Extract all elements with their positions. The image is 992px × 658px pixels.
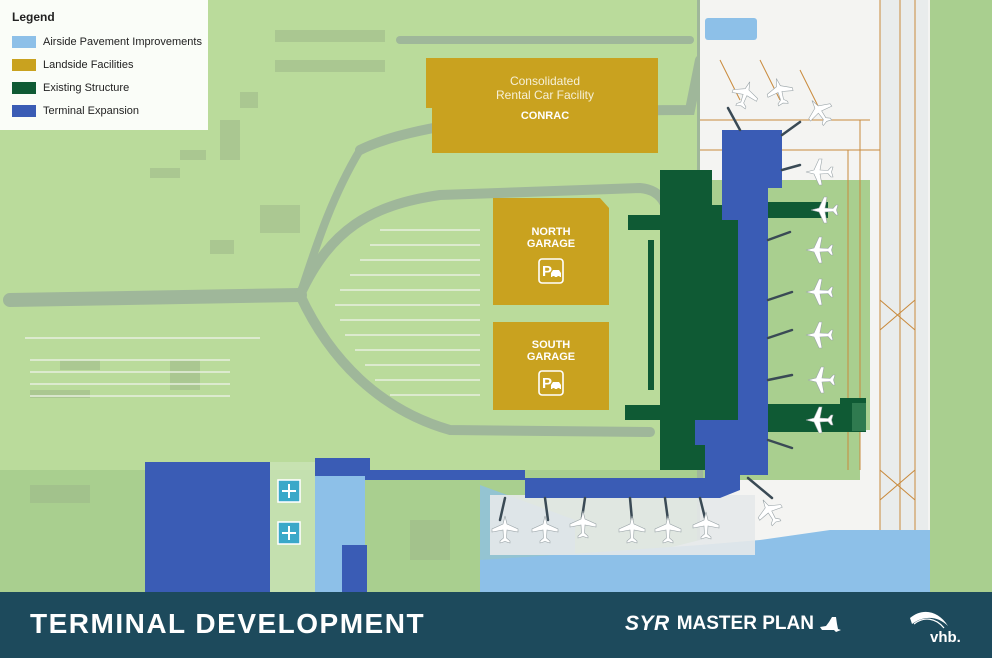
legend-item-terminal: Terminal Expansion — [12, 99, 198, 122]
landside-facilities — [426, 58, 658, 410]
north-garage-line2: GARAGE — [526, 237, 576, 250]
parking-icon: P — [538, 370, 564, 396]
vhb-logo: vhb. — [910, 611, 961, 646]
grass-strip-east — [930, 0, 992, 592]
conrac-code-label: CONRAC — [520, 110, 570, 122]
legend-swatch-airside — [12, 35, 36, 48]
jet-bridges — [498, 106, 802, 522]
north-garage-label: NORTH GARAGE — [493, 226, 609, 250]
facility-markers — [270, 462, 315, 592]
taxiway-band — [880, 0, 928, 592]
footer-banner: TERMINAL DEVELOPMENT SYR MASTER PLAN vhb… — [0, 592, 992, 658]
apron-markings — [700, 0, 921, 592]
north-garage-line1: NORTH — [531, 226, 571, 238]
legend-label-landside: Landside Facilities — [43, 58, 134, 71]
south-garage-line1: SOUTH — [531, 339, 571, 351]
legend-label-airside: Airside Pavement Improvements — [43, 35, 202, 48]
legend-panel: Legend Airside Pavement Improvements Lan… — [0, 0, 208, 130]
svg-text:P: P — [542, 263, 552, 280]
legend-item-landside: Landside Facilities — [12, 53, 198, 76]
brand-code: SYR — [625, 612, 670, 635]
north-garage — [493, 198, 609, 305]
urban-blocks — [30, 30, 450, 560]
airport-site-plan — [0, 0, 992, 592]
legend-item-airside: Airside Pavement Improvements — [12, 30, 202, 53]
parking-icon: P — [538, 258, 564, 284]
south-garage-label: SOUTH GARAGE — [493, 339, 609, 363]
conrac-name-label: Consolidated Rental Car Facility — [432, 74, 658, 103]
conrac-stub — [426, 58, 438, 108]
svg-text:P: P — [542, 375, 552, 392]
conrac-name-line1: Consolidated — [509, 74, 581, 88]
legend-swatch-existing — [12, 81, 36, 94]
existing-structure — [625, 170, 866, 470]
brand-name: MASTER PLAN — [676, 613, 814, 634]
new-york-state-icon — [819, 617, 841, 632]
legend-swatch-terminal — [12, 104, 36, 117]
legend-item-existing: Existing Structure — [12, 76, 198, 99]
rental-car-icon — [551, 382, 561, 389]
rental-car-icon — [551, 270, 561, 277]
brand-logo: SYR MASTER PLAN — [625, 612, 842, 636]
conrac-building — [432, 58, 658, 153]
conrac-name-line2: Rental Car Facility — [495, 88, 595, 103]
page-title: TERMINAL DEVELOPMENT — [30, 608, 426, 639]
vhb-swoosh-icon — [910, 611, 948, 626]
legend-title: Legend — [12, 10, 55, 24]
terminal-expansion — [145, 130, 782, 592]
legend-label-existing: Existing Structure — [43, 81, 130, 94]
south-garage-line2: GARAGE — [526, 350, 576, 363]
south-garage — [493, 322, 609, 410]
surface-parking — [25, 229, 480, 397]
firm-name: vhb. — [930, 629, 961, 646]
legend-swatch-landside — [12, 58, 36, 71]
legend-label-terminal: Terminal Expansion — [43, 104, 139, 117]
